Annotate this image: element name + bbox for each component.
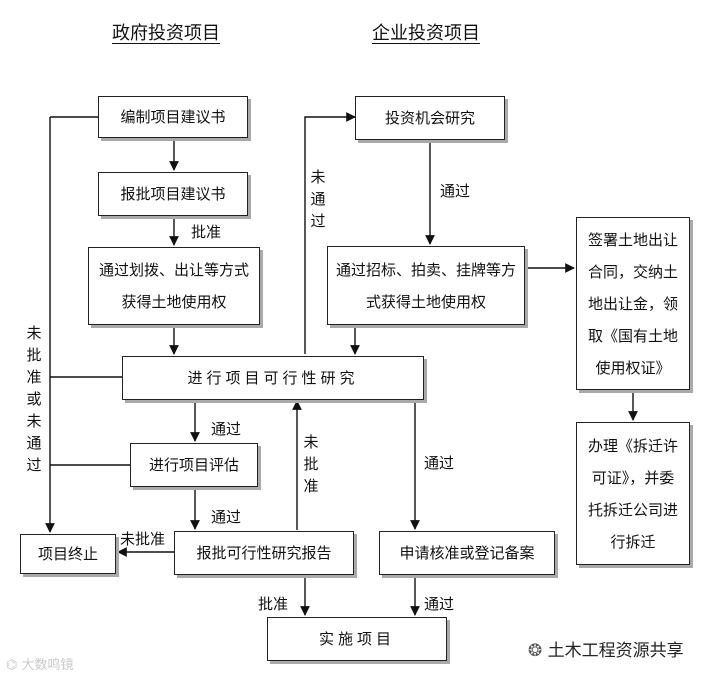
box-submit-proposal: 报批项目建议书 xyxy=(98,172,248,216)
header-gov: 政府投资项目 xyxy=(112,23,220,44)
label-passed-impl: 通过 xyxy=(424,595,455,613)
watermark-logo-icon: ⌬ xyxy=(6,658,22,673)
label-passed-apply: 通过 xyxy=(424,454,455,472)
label-not-approved-term: 未批准 xyxy=(120,530,166,548)
box-evaluation: 进行项目评估 xyxy=(130,443,258,487)
label-passed-report: 通过 xyxy=(211,508,242,526)
label-passed-ent: 通过 xyxy=(440,182,471,200)
label-not-approved-left: 未批准或未通过 xyxy=(26,324,42,474)
box-gov-land: 通过划拨、出让等方式获得土地使用权 xyxy=(88,247,260,325)
box-feasibility: 进行项目可行性研究 xyxy=(122,356,424,400)
wechat-icon: ❂ xyxy=(528,641,548,661)
box-apply-approval: 申请核准或登记备案 xyxy=(379,531,555,575)
box-relocation: 办理《拆迁许可证》，并委托拆迁公司进行拆迁 xyxy=(576,422,690,565)
box-compile-proposal: 编制项目建议书 xyxy=(98,96,248,138)
label-passed-eval: 通过 xyxy=(211,420,242,438)
label-not-passed-ent: 未通过 xyxy=(310,168,326,230)
box-submit-report: 报批可行性研究报告 xyxy=(174,531,354,575)
header-ent: 企业投资项目 xyxy=(372,23,480,44)
box-ent-land: 通过招标、拍卖、挂牌等方式获得土地使用权 xyxy=(327,246,525,325)
arrow-feasibility-to-invest xyxy=(304,112,356,354)
box-implement: 实施项目 xyxy=(267,617,447,661)
watermark-left: ⌬ 大数鸣镜 xyxy=(6,658,74,673)
label-not-approved-mid: 未批准 xyxy=(303,433,319,495)
box-sign-contract: 签署土地出让合同，交纳土地出让金，领取《国有土地使用权证》 xyxy=(576,217,690,390)
label-approved-impl: 批准 xyxy=(258,595,289,613)
box-invest-research: 投资机会研究 xyxy=(355,96,505,140)
box-termination: 项目终止 xyxy=(20,534,116,574)
watermark-right: ❂ 土木工程资源共享 xyxy=(528,641,684,661)
label-approved-1: 批准 xyxy=(191,223,222,241)
